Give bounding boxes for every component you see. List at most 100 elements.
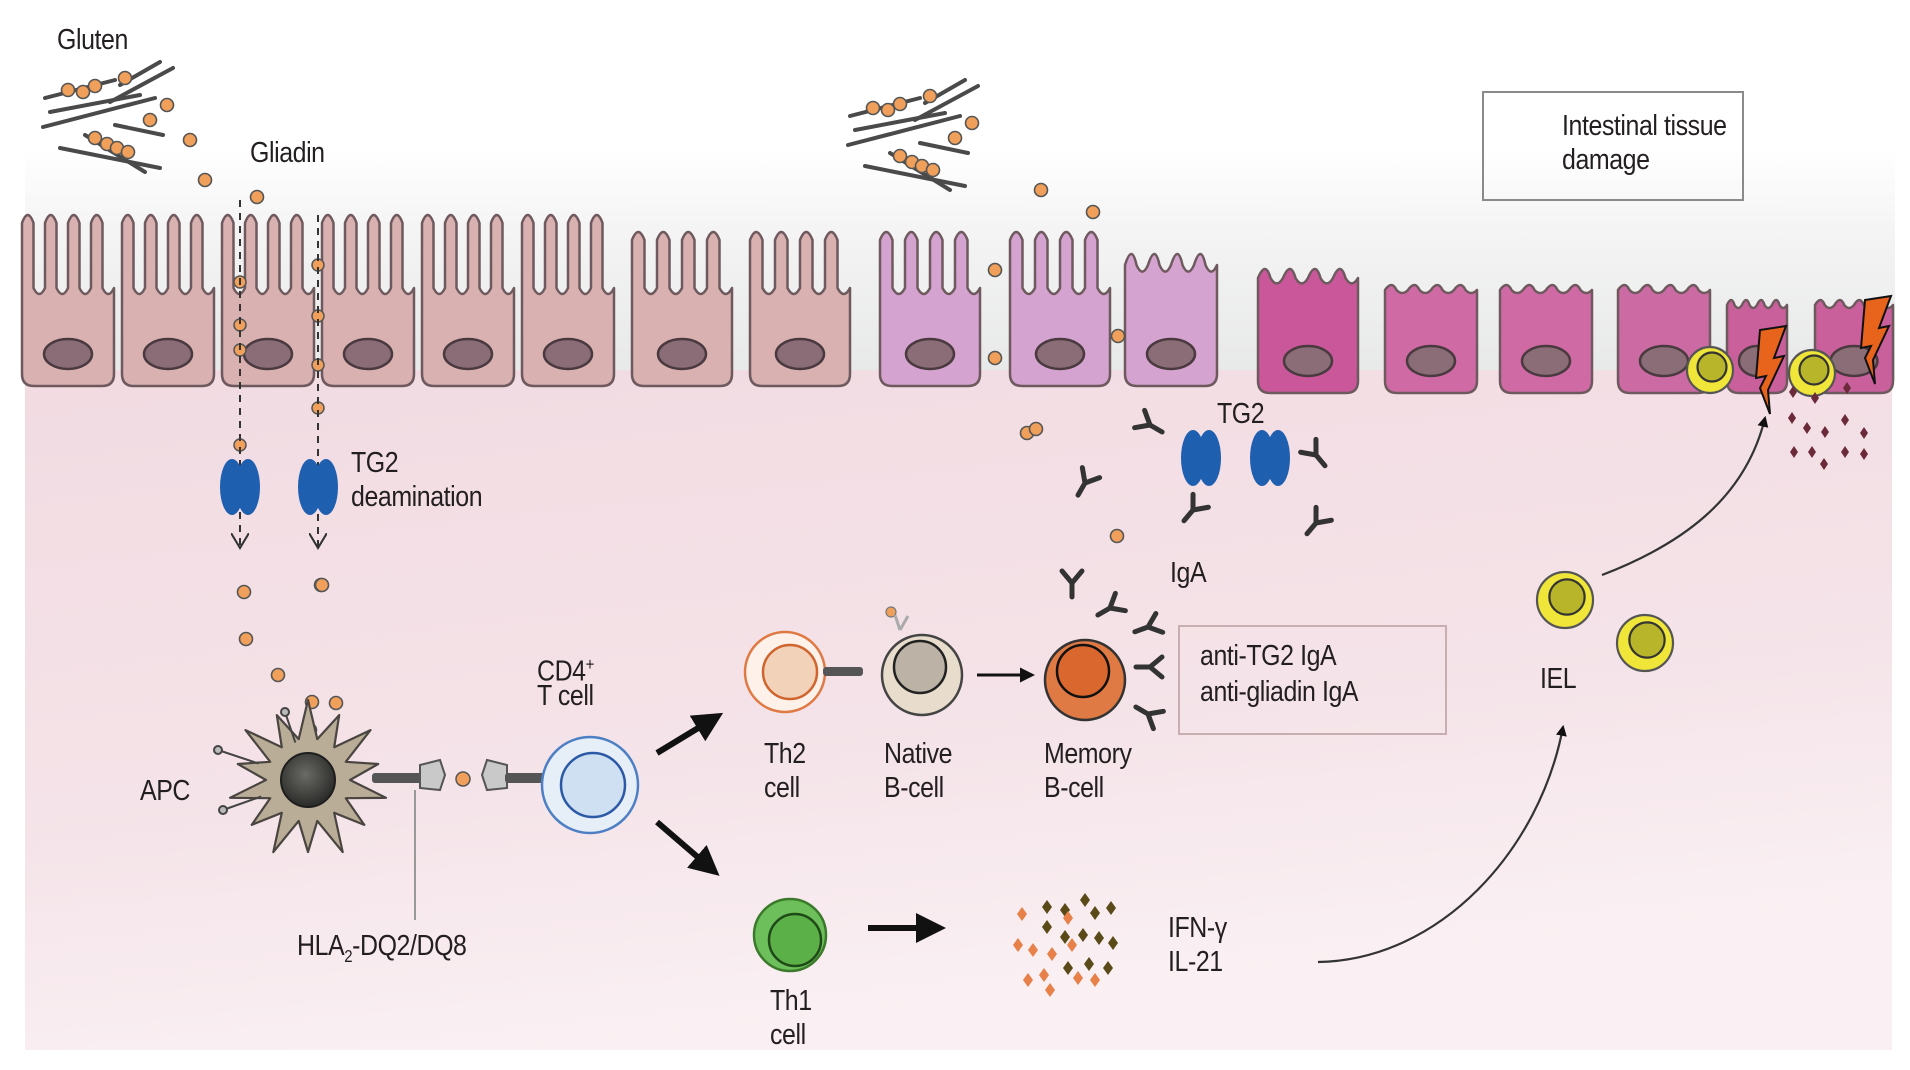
tissue-debris-particle [1803, 422, 1811, 434]
gliadin-particle [987, 262, 1003, 278]
cytokine-particle [1028, 943, 1038, 957]
gliadin-particle [880, 102, 896, 118]
cell-body [878, 230, 982, 388]
cytokine-particle [1013, 938, 1023, 952]
tissue-debris-particle [1790, 446, 1798, 458]
cell-nucleus [342, 337, 394, 371]
cell-nucleus [242, 337, 294, 371]
label-tissue-damage-line1: Intestinal tissue [1562, 110, 1727, 142]
cell-nucleus [1282, 344, 1334, 378]
iel-cell-intraepithelial-nucleus [1696, 351, 1728, 383]
native-b-cell-nucleus [892, 639, 948, 695]
label-memory-b-line2: B-cell [1044, 772, 1104, 804]
label-th2-line2: cell [764, 772, 800, 804]
cytokine-particle [1084, 957, 1094, 971]
gliadin-particle [947, 130, 963, 146]
cytokine-particle [1063, 911, 1073, 925]
gliadin-particle [865, 100, 881, 116]
cytokine-particle [1042, 920, 1052, 934]
cell-body [748, 230, 852, 388]
tissue-debris-particle [1841, 446, 1849, 458]
cell-nucleus [1034, 337, 1086, 371]
antibody-shape [1133, 654, 1165, 680]
epithelial-cell [1256, 267, 1360, 395]
iga-antibody-icon [1059, 568, 1085, 600]
iga-antibody-icon [1298, 436, 1328, 469]
iga-antibody-icon [1133, 654, 1165, 680]
cytokine-particle [1080, 893, 1090, 907]
label-th1-line1: Th1 [770, 985, 812, 1017]
gliadin-particle [314, 577, 330, 593]
antibody-shape [1298, 436, 1328, 469]
cd4-text: CD4 [537, 655, 586, 688]
hla-molecule-stalk [372, 773, 422, 783]
cell-nucleus [142, 337, 194, 371]
cell-body [320, 213, 416, 388]
cell-nucleus [904, 337, 956, 371]
immune-components [213, 200, 1893, 997]
cytokine-particle [1090, 906, 1100, 920]
cytokine-particle [1060, 930, 1070, 944]
label-tg2-deamination-2: deamination [351, 481, 483, 513]
label-ifn-gamma: IFN-γ [1168, 912, 1227, 944]
tissue-debris-particle [1811, 392, 1819, 404]
label-th2-line1: Th2 [764, 738, 806, 770]
tissue-debris-particle [1843, 382, 1851, 394]
th2-cell-nucleus [761, 643, 819, 701]
antibody-shape [1059, 568, 1085, 600]
iga-antibody-icon [1095, 590, 1128, 618]
iel-cell-nucleus [1628, 621, 1666, 659]
apc-receptor [217, 749, 259, 765]
gluten-cluster [846, 78, 980, 192]
gluten-strand [108, 66, 175, 104]
tissue-debris-particle [1841, 414, 1849, 426]
gluten-strand [918, 141, 970, 155]
label-tg2-deamination-1: TG2 [351, 447, 399, 479]
gliadin-particle [987, 350, 1003, 366]
tg2-lobe [314, 459, 338, 515]
cell-nucleus [1405, 344, 1457, 378]
epithelial-cell [878, 230, 982, 388]
tg2-enzyme-icon [220, 459, 260, 515]
cell-nucleus [1638, 344, 1690, 378]
tg2-lobe [1266, 430, 1290, 486]
tissue-debris-particle [1821, 426, 1829, 438]
label-il21: IL-21 [1168, 946, 1223, 978]
cell-nucleus [774, 337, 826, 371]
epithelial-cell [630, 230, 734, 388]
apc-receptor [222, 795, 262, 811]
tissue-debris-particle [1860, 427, 1868, 439]
gliadin-particle [885, 606, 897, 618]
cell-body [220, 213, 316, 388]
iga-antibody-icon [1304, 504, 1334, 537]
th1-cell-nucleus [767, 912, 823, 968]
iga-antibody-icon [1075, 465, 1103, 498]
apc-receptor [284, 711, 297, 743]
cd4-t-cell-nucleus [559, 751, 627, 819]
arrow-to-th2 [655, 712, 724, 756]
tg2-enzyme-icon [1181, 430, 1221, 486]
epithelial-cell [320, 213, 416, 388]
gliadin-particle [925, 162, 941, 178]
gliadin-particle [1028, 421, 1044, 437]
gliadin-particle [197, 172, 213, 188]
gluten-strand [853, 111, 947, 132]
b-cell-receptor [893, 614, 910, 631]
cytokine-particle [1106, 901, 1116, 915]
cell-nucleus [1520, 344, 1572, 378]
gluten-clusters [41, 60, 980, 192]
cell-nucleus [42, 337, 94, 371]
hla-suffix: -DQ2/DQ8 [352, 930, 467, 962]
cell-body [420, 213, 516, 388]
cell-body [630, 230, 734, 388]
label-apc: APC [140, 775, 191, 807]
gliadin-particle [87, 130, 103, 146]
epithelial-cell [420, 213, 516, 388]
tcr-head [480, 758, 508, 792]
tissue-debris-particle [1788, 412, 1796, 424]
cell-body [20, 213, 116, 388]
label-anti-tg2-iga: anti-TG2 IgA [1200, 640, 1337, 672]
label-iga: IgA [1170, 557, 1207, 589]
label-tg2: TG2 [1217, 398, 1265, 430]
